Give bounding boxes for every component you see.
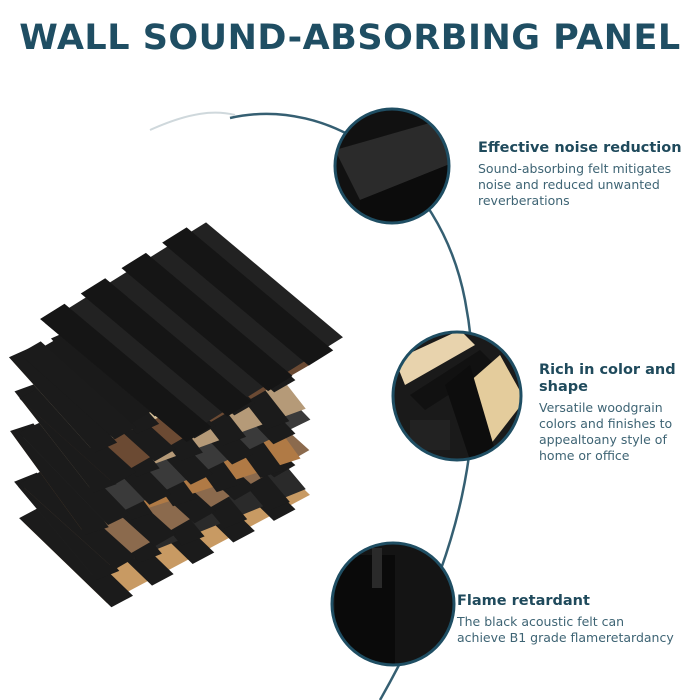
panel-slat xyxy=(121,252,293,392)
feature-text-line: achieve B1 grade flameretardancy xyxy=(457,630,674,645)
page-title: WALL SOUND-ABSORBING PANEL xyxy=(19,18,681,58)
heading-line: Rich in color and xyxy=(539,362,676,378)
panel-slat xyxy=(19,386,137,485)
acoustic-panel xyxy=(40,222,343,442)
feature-flame-retardant: Flame retardant The black acoustic felt … xyxy=(457,593,700,646)
heading-line: shape xyxy=(539,379,588,395)
panel-slat xyxy=(19,341,137,440)
feature-noise-reduction: Effective noise reduction Sound-absorbin… xyxy=(478,140,698,209)
panel-slat xyxy=(19,506,134,608)
feature-text-line: colors and finishes to xyxy=(539,416,673,431)
feature-heading: Effective noise reduction xyxy=(478,140,682,156)
panel-slat xyxy=(40,303,212,442)
detail-circle-colors xyxy=(393,332,521,460)
panel-stack xyxy=(8,222,343,608)
panel-slat xyxy=(8,347,118,453)
feature-text-line: reverberations xyxy=(478,193,570,208)
feature-text-line: Sound-absorbing felt mitigates xyxy=(478,161,672,176)
connector-arc-faint xyxy=(149,111,236,131)
panel-slat xyxy=(18,421,131,525)
panel-slat xyxy=(162,227,334,366)
feature-text-line: noise and reduced unwanted xyxy=(478,177,660,192)
detail-circle-flame xyxy=(332,543,454,665)
panel-slat xyxy=(80,278,252,417)
panel-slat xyxy=(10,423,109,535)
feature-text-line: Versatile woodgrain xyxy=(539,400,663,415)
feature-heading: Flame retardant xyxy=(457,593,590,609)
feature-text-line: The black acoustic felt can xyxy=(457,614,625,629)
feature-text-line: home or office xyxy=(539,448,630,463)
detail-circle-felt xyxy=(335,109,449,223)
feature-text-line: appealtoany style of xyxy=(539,432,667,447)
